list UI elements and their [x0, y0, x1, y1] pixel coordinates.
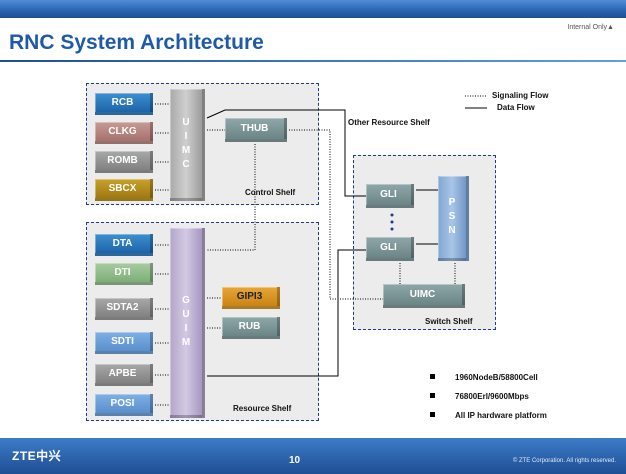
link-uimc-gli [206, 109, 366, 197]
ellipsis-dot [390, 227, 394, 231]
ellipsis-dot [390, 220, 394, 224]
board-sdti: SDTI [95, 332, 153, 354]
legend-data-label: Data Flow [497, 103, 535, 112]
page-number: 10 [289, 455, 301, 466]
title-divider [0, 60, 626, 62]
board-dti: DTI [95, 263, 153, 285]
zte-logo: ZTE中兴 [12, 449, 62, 463]
board-rub: RUB [222, 317, 280, 339]
guim-letter: M [181, 336, 191, 348]
top-banner [0, 0, 626, 18]
psn-board: P S N [438, 176, 469, 261]
bullet-item: 76800Erl/9600Mbps [430, 392, 547, 411]
uimc-letter: U [182, 116, 190, 128]
board-uimc-switch: UIMC [383, 284, 465, 308]
guim-letter: U [182, 308, 190, 320]
bullet-item: All IP hardware platform [430, 411, 547, 430]
link-guim-gli [207, 249, 366, 377]
board-rcb: RCB [95, 93, 153, 115]
board-gli-top: GLI [366, 184, 414, 208]
control-shelf-label: Control Shelf [245, 188, 296, 197]
uimc-control-board: U I M C [170, 89, 205, 201]
board-posi: POSI [95, 394, 153, 416]
footer-banner [0, 438, 626, 474]
board-thub: THUB [225, 118, 287, 142]
guim-letter: I [184, 322, 188, 334]
uimc-letter: C [182, 158, 190, 170]
ellipsis-dot [390, 213, 394, 217]
legend-signaling-label: Signaling Flow [492, 91, 549, 100]
psn-letter: S [448, 211, 456, 222]
board-dta: DTA [95, 234, 153, 256]
other-resource-shelf-label: Other Resource Shelf [348, 118, 430, 127]
board-romb: ROMB [95, 151, 153, 173]
capacity-bullet-list: 1960NodeB/58800Cell 76800Erl/9600Mbps Al… [430, 373, 547, 430]
board-gli-bottom: GLI [366, 237, 414, 261]
psn-letter: N [448, 225, 456, 236]
slide-title: RNC System Architecture [9, 31, 264, 54]
link-thub-switch-uimc [289, 129, 383, 300]
resource-shelf-label: Resource Shelf [233, 404, 292, 413]
guim-letter: G [182, 294, 190, 306]
copyright-text: © ZTE Corporation. All rights reserved. [512, 458, 616, 464]
board-gipi3: GIPI3 [222, 287, 280, 309]
link-thub-guim [207, 144, 256, 251]
uimc-letter: M [181, 144, 191, 156]
board-clkg: CLKG [95, 122, 153, 144]
switch-shelf-label: Switch Shelf [425, 317, 473, 326]
uimc-letter: I [184, 130, 188, 142]
board-sdta2: SDTA2 [95, 298, 153, 320]
bullet-item: 1960NodeB/58800Cell [430, 373, 547, 392]
guim-board: G U I M [170, 228, 205, 418]
psn-letter: P [448, 197, 456, 208]
board-apbe: APBE [95, 364, 153, 386]
board-sbcx: SBCX [95, 179, 153, 201]
classification-label: Internal Only▲ [567, 24, 614, 31]
